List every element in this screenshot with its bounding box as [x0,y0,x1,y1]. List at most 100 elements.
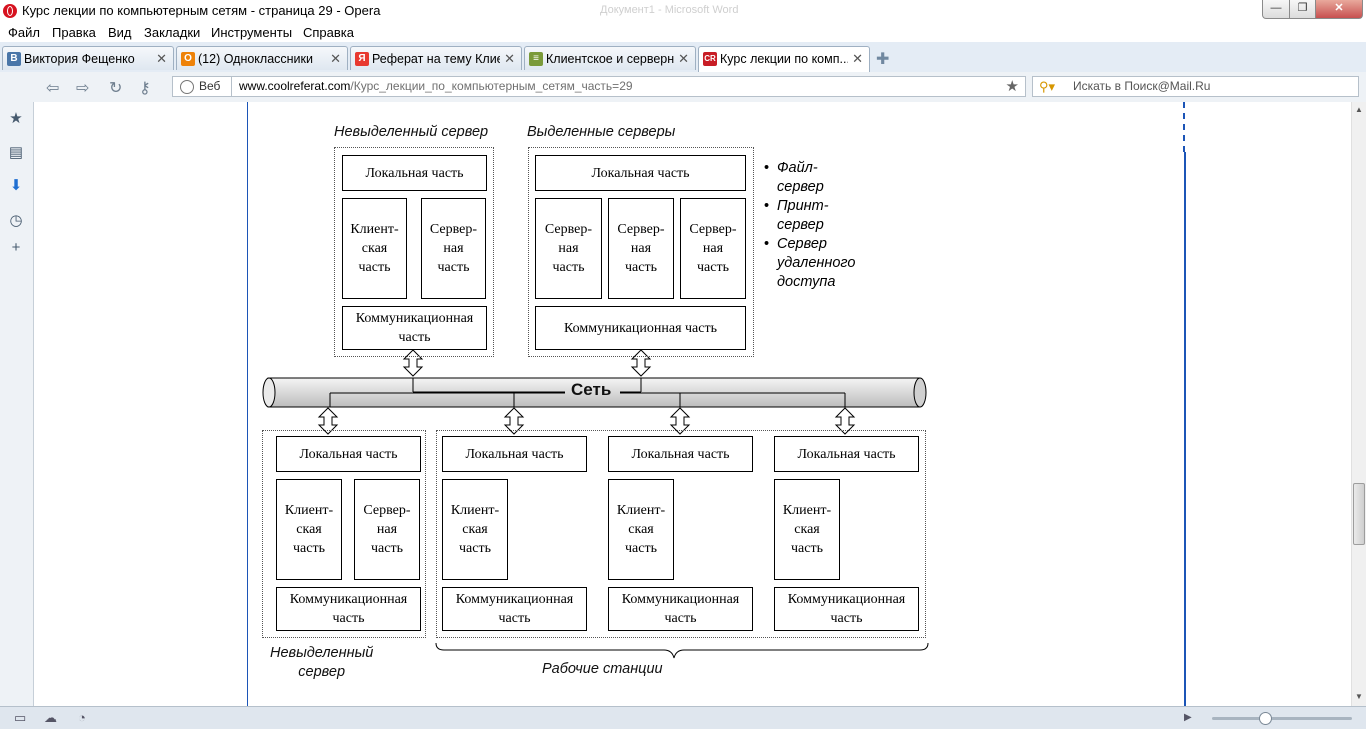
new-tab-icon[interactable]: ✚ [876,51,890,68]
search-field[interactable]: ⚲▾ Искать в Поиск@Mail.Ru [1032,76,1359,97]
url-domain: www.coolreferat.com [239,79,351,93]
key-icon[interactable]: ⚷ [139,80,151,97]
status-bar: ▭ ☁ ◔ ▶ [0,706,1366,729]
menu-tools[interactable]: Инструменты [211,25,293,40]
comm-part-box: Коммуникационная часть [608,587,753,631]
tab-label: Клиентское и серверн... [546,52,674,66]
group-nondedicated-server-bottom [262,430,426,638]
tab-client-server[interactable]: ≡ Клиентское и серверн... ✕ [524,46,696,70]
double-arrow-icon [317,407,339,435]
globe-icon [180,80,194,94]
bookmarks-icon[interactable]: ★ [9,110,23,127]
scrollbar-thumb[interactable] [1353,483,1365,545]
close-button[interactable]: ✕ [1315,0,1363,19]
url-path: /Курс_лекции_по_компьютерным_сетям_часть… [350,79,633,93]
url-text[interactable]: www.coolreferat.com/Курс_лекции_по_компь… [239,79,633,93]
address-field[interactable]: Веб www.coolreferat.com/Курс_лекции_по_к… [172,76,1026,97]
network-label: Сеть [571,380,612,399]
divider [231,77,232,96]
background-window-title: Документ1 - Microsoft Word [600,4,739,16]
menu-bar: Файл Правка Вид Закладки Инструменты Спр… [0,22,1366,42]
tab-close-icon[interactable]: ✕ [156,51,167,66]
window-title: Курс лекции по компьютерным сетям - стра… [22,3,381,18]
tab-label: (12) Одноклассники [198,52,313,66]
tab-vk[interactable]: В Виктория Фещенко ✕ [2,46,174,70]
odnoklassniki-icon: O [181,52,195,66]
local-part-box: Локальная часть [774,436,919,472]
scroll-down-icon[interactable]: ▼ [1355,692,1363,701]
double-arrow-icon [834,407,856,435]
tab-label: Курс лекции по комп... [720,52,848,66]
server-part-box: Сервер- ная часть [608,198,674,299]
zoom-slider-knob[interactable] [1259,712,1272,725]
server-type-item: Сервер удаленного доступа [764,235,855,292]
title-bar: Курс лекции по компьютерным сетям - стра… [0,0,1366,22]
yandex-icon: Я [355,52,369,66]
bookmark-star-icon[interactable]: ★ [1005,78,1019,95]
side-panel: ★ ▤ ⬇ ◷ + [0,102,34,706]
client-part-box: Клиент- ская часть [442,479,508,580]
menu-file[interactable]: Файл [8,25,40,40]
server-part-box: Сервер- ная часть [421,198,486,299]
menu-bookmarks[interactable]: Закладки [144,25,201,40]
local-part-box: Локальная часть [276,436,421,472]
double-arrow-icon [669,407,691,435]
local-part-box: Локальная часть [535,155,746,191]
workstations-brace [435,642,929,659]
server-types-list: Файл-сервер Принт-сервер Сервер удаленно… [764,159,855,292]
group-nondedicated-server-top [334,147,494,357]
group-workstations [436,430,926,638]
web-badge: Веб [199,79,221,93]
notes-icon[interactable]: ▤ [8,144,24,161]
page-border-right-dashed [1183,102,1185,152]
search-engine-icon[interactable]: ⚲▾ [1039,79,1056,94]
network-bus-end-right [913,377,927,408]
local-part-box: Локальная часть [442,436,587,472]
label-dedicated-servers: Выделенные серверы [527,124,676,140]
tab-close-icon[interactable]: ✕ [678,51,689,66]
books-icon: ≡ [529,52,543,66]
reload-icon[interactable]: ↻ [109,80,123,97]
menu-edit[interactable]: Правка [52,25,96,40]
comm-part-box: Коммуникационная часть [442,587,587,631]
server-part-box: Сервер- ная часть [354,479,420,580]
page-border-left [247,102,248,706]
tab-close-icon[interactable]: ✕ [330,51,341,66]
opera-unite-icon[interactable]: ☁ [44,710,57,725]
panel-toggle-icon[interactable]: ▭ [14,710,27,725]
server-type-item: Принт-сервер [764,197,855,235]
local-part-box: Локальная часть [608,436,753,472]
menu-help[interactable]: Справка [303,25,354,40]
downloads-icon[interactable]: ⬇ [9,177,23,194]
tab-close-icon[interactable]: ✕ [504,51,515,66]
back-icon[interactable]: ⇦ [46,80,60,97]
client-part-box: Клиент- ская часть [608,479,674,580]
tab-course-lectures[interactable]: CR Курс лекции по комп... ✕ [698,46,870,72]
vk-icon: В [7,52,21,66]
comm-part-box: Коммуникационная часть [276,587,421,631]
server-part-box: Сервер- ная часть [680,198,746,299]
menu-view[interactable]: Вид [108,25,132,40]
comm-part-box: Коммуникационная часть [342,306,487,350]
page-border-right [1184,152,1186,706]
tab-close-icon[interactable]: ✕ [852,51,863,66]
add-panel-icon[interactable]: + [11,239,21,256]
tab-label: Виктория Фещенко [24,52,135,66]
coolreferat-icon: CR [703,52,717,66]
scroll-up-icon[interactable]: ▲ [1355,105,1363,114]
vertical-scrollbar[interactable]: ▲ ▼ [1351,102,1366,706]
tab-label: Реферат на тему Клие... [372,52,500,66]
tab-odnoklassniki[interactable]: O (12) Одноклассники ✕ [176,46,348,70]
server-type-item: Файл-сервер [764,159,855,197]
tab-referat[interactable]: Я Реферат на тему Клие... ✕ [350,46,522,70]
history-icon[interactable]: ◷ [9,212,23,229]
label-workstations: Рабочие станции [542,661,663,677]
search-placeholder: Искать в Поиск@Mail.Ru [1073,79,1211,93]
view-options-icon[interactable]: ▶ [1184,712,1192,723]
client-part-box: Клиент- ская часть [774,479,840,580]
forward-icon[interactable]: ⇨ [76,80,90,97]
label-nondedicated-server-top: Невыделенный сервер [334,124,489,140]
turbo-icon[interactable]: ◔ [78,710,86,725]
zoom-slider[interactable] [1212,717,1352,720]
opera-logo-icon[interactable] [3,4,17,18]
